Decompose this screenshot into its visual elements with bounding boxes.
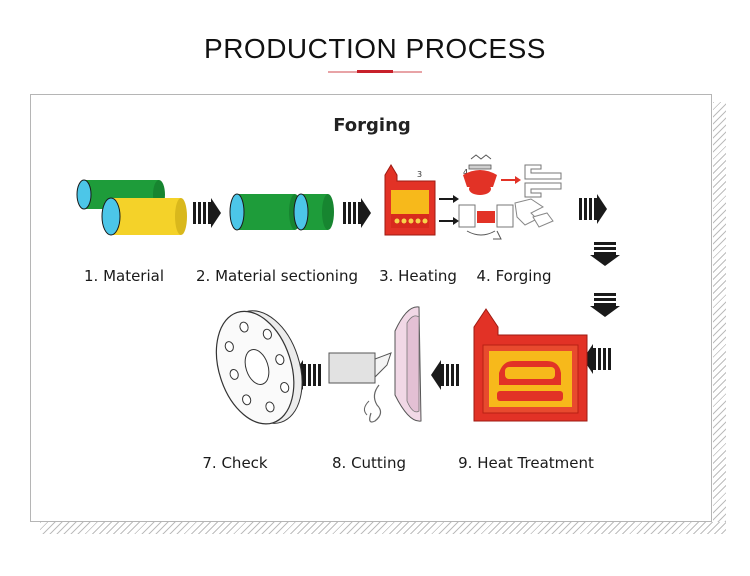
flow-arrow-down-1 (590, 242, 620, 266)
flange-icon (215, 310, 303, 425)
heating-step-number: 3 (417, 170, 422, 179)
step-label-heating: 3. Heating (379, 267, 457, 285)
step-label-material-sectioning: 2. Material sectioning (195, 267, 359, 285)
process-card: Forging (30, 94, 712, 522)
flow-arrow-1-2 (193, 198, 221, 228)
flow-arrow-down-2 (590, 293, 620, 317)
page-title: PRODUCTION PROCESS (204, 33, 546, 64)
card-shadow-bottom (40, 522, 726, 534)
heating-to-forging-arrows (439, 195, 459, 225)
furnace-icon: 3 (384, 164, 436, 236)
title-underline-accent (357, 70, 393, 73)
flow-arrow-9-8 (431, 360, 459, 390)
flow-arrow-2-3 (343, 198, 371, 228)
forging-step-number: 4 (463, 168, 468, 177)
flow-arrow-4-down (579, 194, 607, 224)
step-label-heat-treatment: 9. Heat Treatment (458, 454, 594, 472)
forging-die-icon: 4 (458, 154, 562, 240)
process-diagram: 3 4 (76, 154, 620, 425)
card-shadow-right (713, 102, 726, 534)
step-label-material: 1. Material (83, 267, 165, 285)
sectioned-bars-icon (229, 193, 334, 231)
step-label-check: 7. Check (202, 454, 268, 472)
material-bars-icon (76, 179, 187, 236)
step-label-cutting: 8. Cutting (331, 454, 407, 472)
heat-treatment-furnace-icon (473, 308, 588, 422)
lathe-cutting-icon (328, 306, 422, 423)
section-title: Forging (333, 115, 411, 136)
step-label-forging: 4. Forging (476, 267, 552, 285)
